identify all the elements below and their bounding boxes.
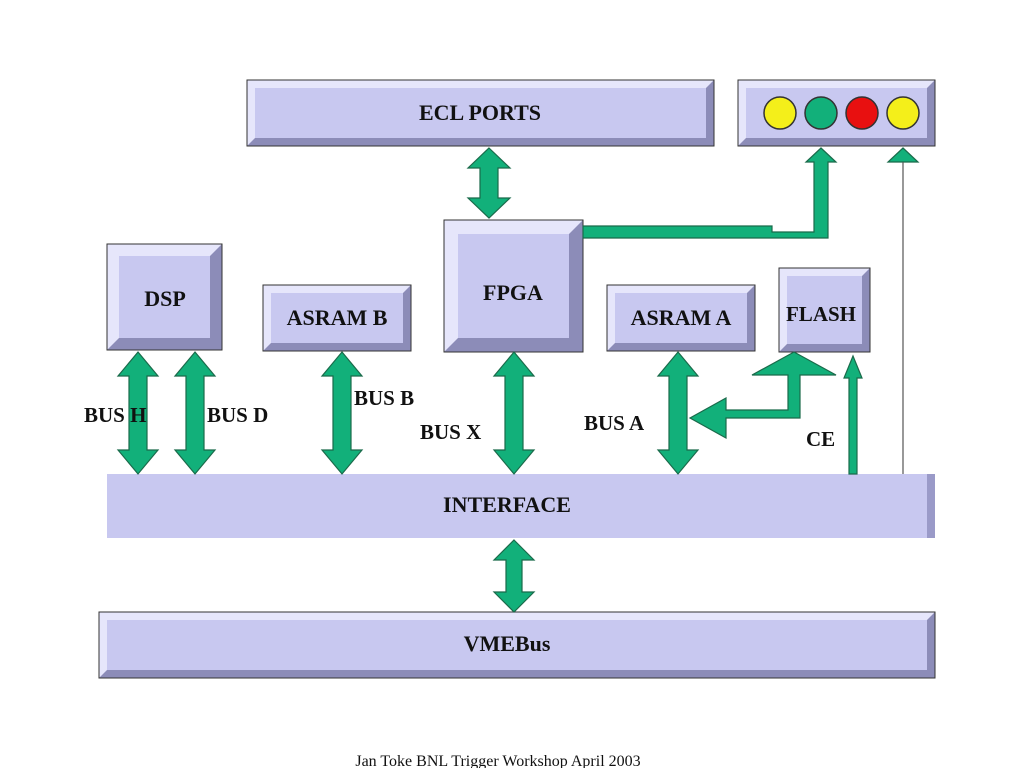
asram-a-label: ASRAM A	[631, 305, 732, 330]
fpga-block: FPGA	[443, 219, 584, 353]
flash-bus-a-branch-arrow	[688, 351, 837, 440]
asram-a-block: ASRAM A	[606, 284, 756, 352]
interface-indicator-arrow-head	[886, 147, 920, 163]
bus-x-label: BUS X	[420, 420, 481, 444]
led-yellow-1	[763, 96, 797, 130]
bus-b-label: BUS B	[354, 386, 414, 410]
led-yellow-2	[886, 96, 920, 130]
indicator-panel	[737, 79, 936, 147]
ce-label: CE	[806, 427, 835, 451]
bus-h-double-arrow	[116, 351, 160, 475]
asram-b-block: ASRAM B	[262, 284, 412, 352]
fpga-label: FPGA	[483, 280, 543, 305]
flash-label: FLASH	[786, 302, 856, 326]
vmebus-label: VMEBus	[464, 631, 551, 656]
ecl-fpga-double-arrow	[466, 147, 512, 219]
interface-block: INTERFACE	[107, 474, 935, 538]
footer-text: Jan Toke BNL Trigger Workshop April 2003	[355, 753, 640, 768]
fpga-indicator-arrow	[582, 147, 838, 239]
dsp-block: DSP	[106, 243, 223, 351]
bus-x-double-arrow	[492, 351, 536, 475]
bus-a-label: BUS A	[584, 411, 645, 435]
ce-arrow	[843, 354, 863, 475]
ecl-ports-block: ECL PORTS	[246, 79, 715, 147]
interface-vmebus-double-arrow	[492, 539, 536, 613]
flash-block: FLASH	[778, 267, 871, 353]
vmebus-block: VMEBus	[98, 611, 936, 679]
ecl-ports-label: ECL PORTS	[419, 100, 541, 125]
bus-b-double-arrow	[320, 351, 364, 475]
bus-d-double-arrow	[173, 351, 217, 475]
led-red	[845, 96, 879, 130]
led-green	[804, 96, 838, 130]
bus-h-label: BUS H	[84, 403, 146, 427]
bus-a-double-arrow	[656, 351, 700, 475]
interface-label: INTERFACE	[443, 492, 571, 517]
asram-b-label: ASRAM B	[287, 305, 388, 330]
bus-d-label: BUS D	[207, 403, 268, 427]
dsp-label: DSP	[144, 286, 186, 311]
